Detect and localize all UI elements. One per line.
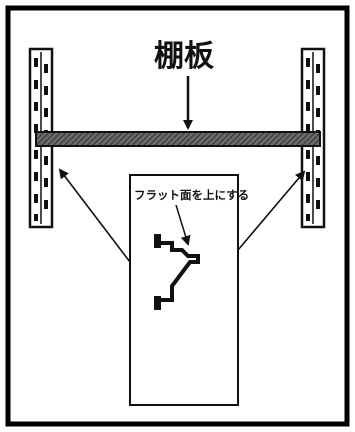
left-post-slots: [34, 58, 48, 221]
detail-callout-box: [129, 174, 239, 406]
lower-bracket-tab: [154, 296, 161, 310]
shelf-board: [35, 131, 321, 147]
shelf-label: 棚板: [154, 39, 214, 74]
right-leader-arrow: [237, 170, 306, 251]
instruction-text: フラット面を上にする: [134, 188, 249, 202]
upper-bracket-tab: [154, 234, 161, 248]
left-leader-arrow: [58, 168, 131, 263]
shelf-cross-section: [154, 234, 200, 310]
right-post-slots: [306, 58, 320, 221]
flat-face-arrow: [175, 204, 191, 246]
